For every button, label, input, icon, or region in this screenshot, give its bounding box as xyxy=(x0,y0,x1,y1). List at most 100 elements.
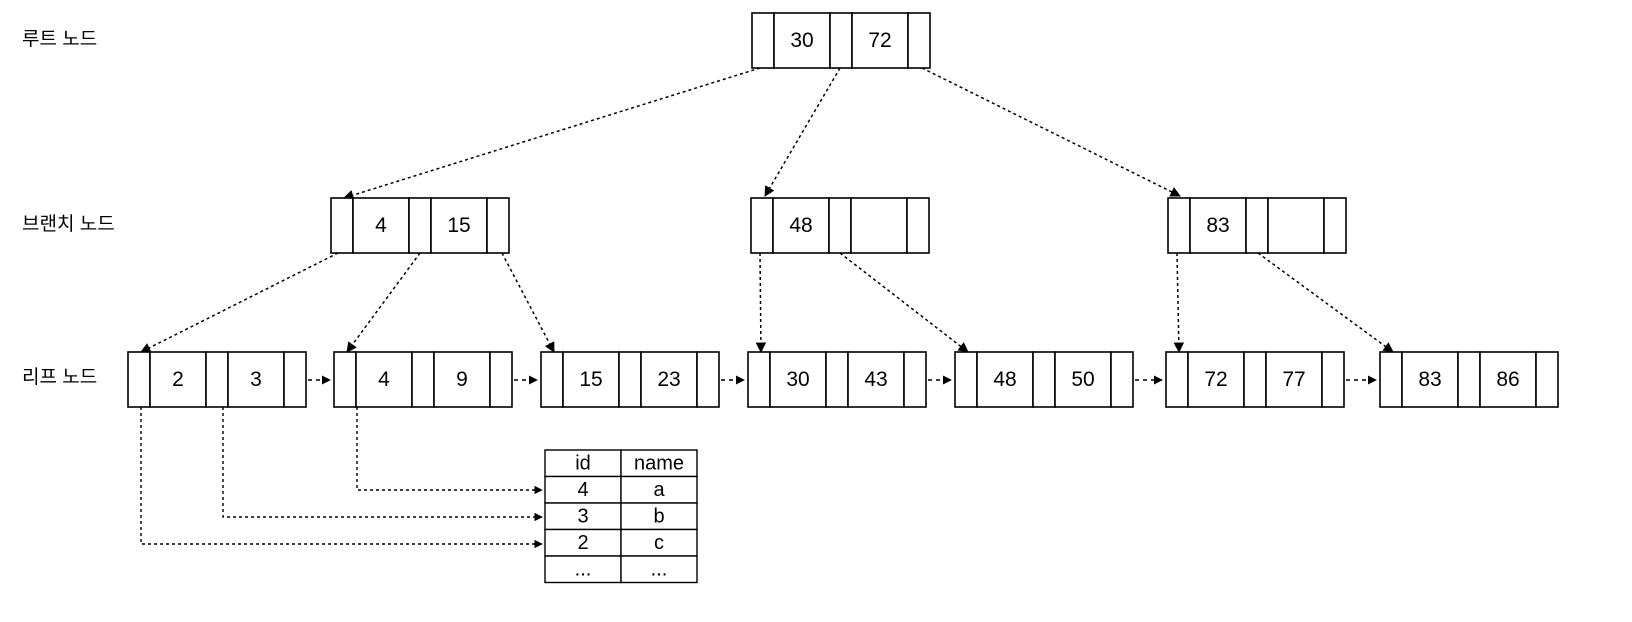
pointer-cell xyxy=(540,351,564,408)
tree-edges xyxy=(140,67,1394,354)
node-branch-node-2: 48 xyxy=(750,197,930,254)
pointer-cell xyxy=(127,351,151,408)
pointer-cell xyxy=(486,197,510,254)
table-data-cell xyxy=(620,475,698,504)
pointer-cell xyxy=(1457,351,1481,408)
key-value: 2 xyxy=(172,368,184,391)
pointer-cell xyxy=(489,351,513,408)
row-label-branch: 브랜치 노드 xyxy=(22,213,115,235)
pointer-cell xyxy=(1243,351,1267,408)
pointer-cell xyxy=(1321,351,1345,408)
pointer-cell xyxy=(907,12,931,69)
pointer-cell xyxy=(954,351,978,408)
pointer-cell xyxy=(1535,351,1559,408)
edge-branch2-leaf5 xyxy=(839,252,969,353)
key-value: 83 xyxy=(1206,214,1229,237)
pointer-cell xyxy=(906,197,930,254)
table-header-text: id xyxy=(575,453,591,475)
edge-branch2-leaf4 xyxy=(755,252,767,354)
pointer-cell xyxy=(205,351,229,408)
table-data-cell xyxy=(544,528,622,557)
node-leaf-node-5: 48 50 xyxy=(954,351,1134,408)
table-header-cell xyxy=(544,449,622,478)
pointer-cell xyxy=(696,351,720,408)
key-cell xyxy=(430,197,488,254)
pointer-cell xyxy=(330,197,354,254)
pointer-cell xyxy=(829,12,853,69)
key-cell xyxy=(847,351,905,408)
edge-root-branch1 xyxy=(342,67,761,201)
key-value: 48 xyxy=(789,214,812,237)
key-value: 72 xyxy=(868,29,891,52)
table-data-cell xyxy=(620,502,698,531)
node-leaf-node-4: 30 43 xyxy=(747,351,927,408)
pointer-cell xyxy=(1245,197,1269,254)
node-branch-node-3: 83 xyxy=(1167,197,1347,254)
record-link-4 xyxy=(356,407,543,495)
key-value: 30 xyxy=(786,368,809,391)
pointer-cell xyxy=(1379,351,1403,408)
key-value: 83 xyxy=(1418,368,1441,391)
key-cell xyxy=(850,197,908,254)
key-cell xyxy=(433,351,491,408)
key-cell xyxy=(1479,351,1537,408)
table-cell-text: ... xyxy=(575,559,592,581)
table-cell-text: 2 xyxy=(577,532,588,554)
table-row: ...... xyxy=(544,555,698,584)
key-cell xyxy=(1189,197,1247,254)
table-cell-text: ... xyxy=(651,559,668,581)
key-value: 48 xyxy=(993,368,1016,391)
node-leaf-node-7: 83 86 xyxy=(1379,351,1559,408)
edge-branch1-leaf3 xyxy=(501,252,555,353)
table-header-text: name xyxy=(634,453,684,475)
table-cell-text: 4 xyxy=(577,479,588,501)
edge-branch1-leaf1 xyxy=(140,252,339,353)
record-link-2 xyxy=(140,407,543,549)
key-value: 15 xyxy=(447,214,470,237)
row-label-leaf: 리프 노드 xyxy=(22,366,97,388)
table-data-cell xyxy=(620,555,698,584)
edge-root-branch3 xyxy=(921,67,1181,197)
table-data-cell xyxy=(544,502,622,531)
table-cell-text: b xyxy=(653,506,664,528)
key-value: 30 xyxy=(790,29,813,52)
key-cell xyxy=(976,351,1034,408)
key-value: 77 xyxy=(1282,368,1305,391)
pointer-cell xyxy=(1167,197,1191,254)
key-value: 50 xyxy=(1071,368,1094,391)
pointer-cell xyxy=(1032,351,1056,408)
table-cell-text: a xyxy=(653,479,665,501)
record-link-3 xyxy=(222,407,543,522)
key-cell xyxy=(1265,351,1323,408)
pointer-cell xyxy=(1323,197,1347,254)
edge-branch1-leaf2 xyxy=(346,252,421,353)
table-header-row: id name xyxy=(544,449,698,478)
pointer-cell xyxy=(1165,351,1189,408)
edge-branch3-leaf7 xyxy=(1257,252,1394,353)
node-root-node: 30 72 xyxy=(751,12,931,69)
pointer-cell xyxy=(1110,351,1134,408)
table-cell-text: c xyxy=(654,532,664,554)
pointer-cell xyxy=(751,12,775,69)
key-value: 9 xyxy=(456,368,468,391)
key-cell xyxy=(1267,197,1325,254)
pointer-cell xyxy=(283,351,307,408)
key-cell xyxy=(1187,351,1245,408)
key-value: 86 xyxy=(1496,368,1519,391)
table-data-cell xyxy=(544,555,622,584)
key-value: 15 xyxy=(579,368,602,391)
pointer-cell xyxy=(747,351,771,408)
pointer-cell xyxy=(828,197,852,254)
key-value: 43 xyxy=(864,368,887,391)
